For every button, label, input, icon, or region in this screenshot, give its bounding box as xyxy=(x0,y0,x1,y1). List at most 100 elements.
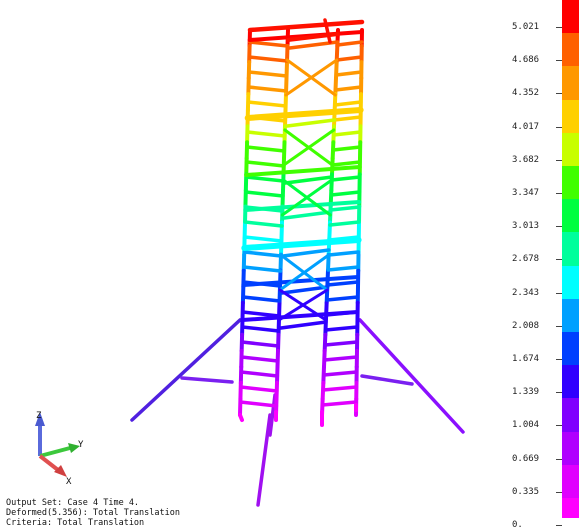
axis-y-label: Y xyxy=(78,440,84,450)
scaffold-member xyxy=(360,374,414,386)
axis-triad: Z Y X xyxy=(35,411,84,487)
scaffold-member xyxy=(245,145,287,153)
legend-tick xyxy=(556,126,562,128)
legend-tick xyxy=(556,525,562,526)
scaffold-member xyxy=(325,295,360,302)
scaffold-member xyxy=(280,188,285,209)
legend-swatch xyxy=(562,431,579,466)
scaffold-member xyxy=(330,175,362,182)
scaffold-member xyxy=(321,385,359,392)
scaffold-member xyxy=(246,100,288,108)
scaffold-member xyxy=(283,175,334,185)
legend-swatch xyxy=(562,332,579,366)
scaffold-member xyxy=(268,393,277,437)
legend-swatch xyxy=(562,33,579,68)
scaffold-member xyxy=(279,320,328,330)
scaffold-member xyxy=(240,340,281,348)
legend-swatch xyxy=(562,132,579,167)
scaffold-member xyxy=(243,200,362,212)
scaffold-member xyxy=(242,250,283,258)
scaffold-member xyxy=(284,58,339,97)
scaffold-member xyxy=(285,118,337,128)
legend-value: 3.013 xyxy=(512,221,540,232)
legend-tick xyxy=(556,259,562,261)
legend-swatch xyxy=(562,365,579,400)
scaffold-member xyxy=(282,128,336,167)
legend-swatch xyxy=(562,298,579,333)
scaffold-member xyxy=(281,248,331,258)
scaffold-member xyxy=(241,275,361,287)
scaffold-member xyxy=(332,115,363,122)
legend-value: 4.686 xyxy=(512,55,540,66)
scaffold-member xyxy=(334,70,364,77)
legend-value: 5.021 xyxy=(512,22,540,32)
scaffold-member xyxy=(332,92,338,113)
legend-tick xyxy=(556,226,562,228)
scaffold-member xyxy=(238,385,279,393)
legend-swatch xyxy=(562,199,579,234)
scaffold-member xyxy=(323,325,360,332)
scaffold-member xyxy=(322,355,359,362)
scaffold-member xyxy=(275,348,280,369)
legend-tick xyxy=(556,392,562,394)
legend-swatch xyxy=(562,66,579,101)
legend-tick xyxy=(556,491,562,493)
scaffold-member xyxy=(247,19,365,33)
scaffold-member xyxy=(326,252,331,273)
scaffold-member xyxy=(241,237,362,251)
scaffold-member xyxy=(322,370,359,377)
legend-tick xyxy=(556,458,562,460)
legend-tick xyxy=(556,325,562,327)
scaffold-member xyxy=(239,355,280,363)
legend-value: 0.669 xyxy=(512,453,540,464)
output-set-text: Output Set: Case 4 Time 4. xyxy=(6,498,140,508)
legend-value: 0.335 xyxy=(512,486,540,497)
scaffold-member xyxy=(333,100,363,107)
scaffold-member xyxy=(244,190,285,198)
legend-tick xyxy=(556,193,562,194)
scaffold-member xyxy=(323,18,332,44)
legend-swatch xyxy=(562,232,579,267)
scaffold-member xyxy=(242,265,283,273)
legend-tick xyxy=(556,93,562,95)
legend-swatch xyxy=(562,464,579,499)
legend-value: 2.343 xyxy=(512,287,540,298)
scaffold-member xyxy=(320,400,358,407)
scaffold-member xyxy=(256,413,272,507)
legend-value: 2.678 xyxy=(512,254,540,265)
scaffold-member xyxy=(335,40,364,47)
scaffold-member xyxy=(245,130,287,138)
legend-tick xyxy=(556,425,562,427)
axis-z-label: Z xyxy=(36,411,42,421)
legend-value: 3.682 xyxy=(512,154,540,165)
scaffold-member xyxy=(238,400,279,408)
legend-tick xyxy=(556,359,562,360)
deformed-text: Deformed(5.356): Total Translation xyxy=(6,508,180,518)
legend-value: 0. xyxy=(512,520,523,530)
scaffold-member xyxy=(240,310,281,318)
scaffold-member xyxy=(180,376,234,384)
scaffold-member xyxy=(358,318,465,434)
scaffold-member xyxy=(331,145,362,152)
scaffold-member xyxy=(246,85,288,93)
scaffold-member xyxy=(247,55,289,63)
scaffold-member xyxy=(327,250,361,257)
scaffold-member xyxy=(283,92,288,113)
scaffold-member xyxy=(243,220,284,228)
scaffold-member xyxy=(326,265,361,272)
legend-value: 1.339 xyxy=(512,387,540,398)
legend-swatch xyxy=(562,398,579,433)
scaffold-member xyxy=(247,40,290,48)
scaffold-member xyxy=(332,130,363,137)
scaffold-member xyxy=(239,370,280,378)
legend-tick xyxy=(556,159,562,161)
scaffold-member xyxy=(130,318,242,422)
scaffold-member xyxy=(329,190,362,197)
legend-value: 1.674 xyxy=(512,354,540,364)
scaffold-member xyxy=(244,107,364,121)
scaffold-member xyxy=(323,340,359,347)
scaffold-member xyxy=(280,178,334,217)
legend-swatch xyxy=(562,99,579,134)
scaffold-member xyxy=(240,325,281,333)
